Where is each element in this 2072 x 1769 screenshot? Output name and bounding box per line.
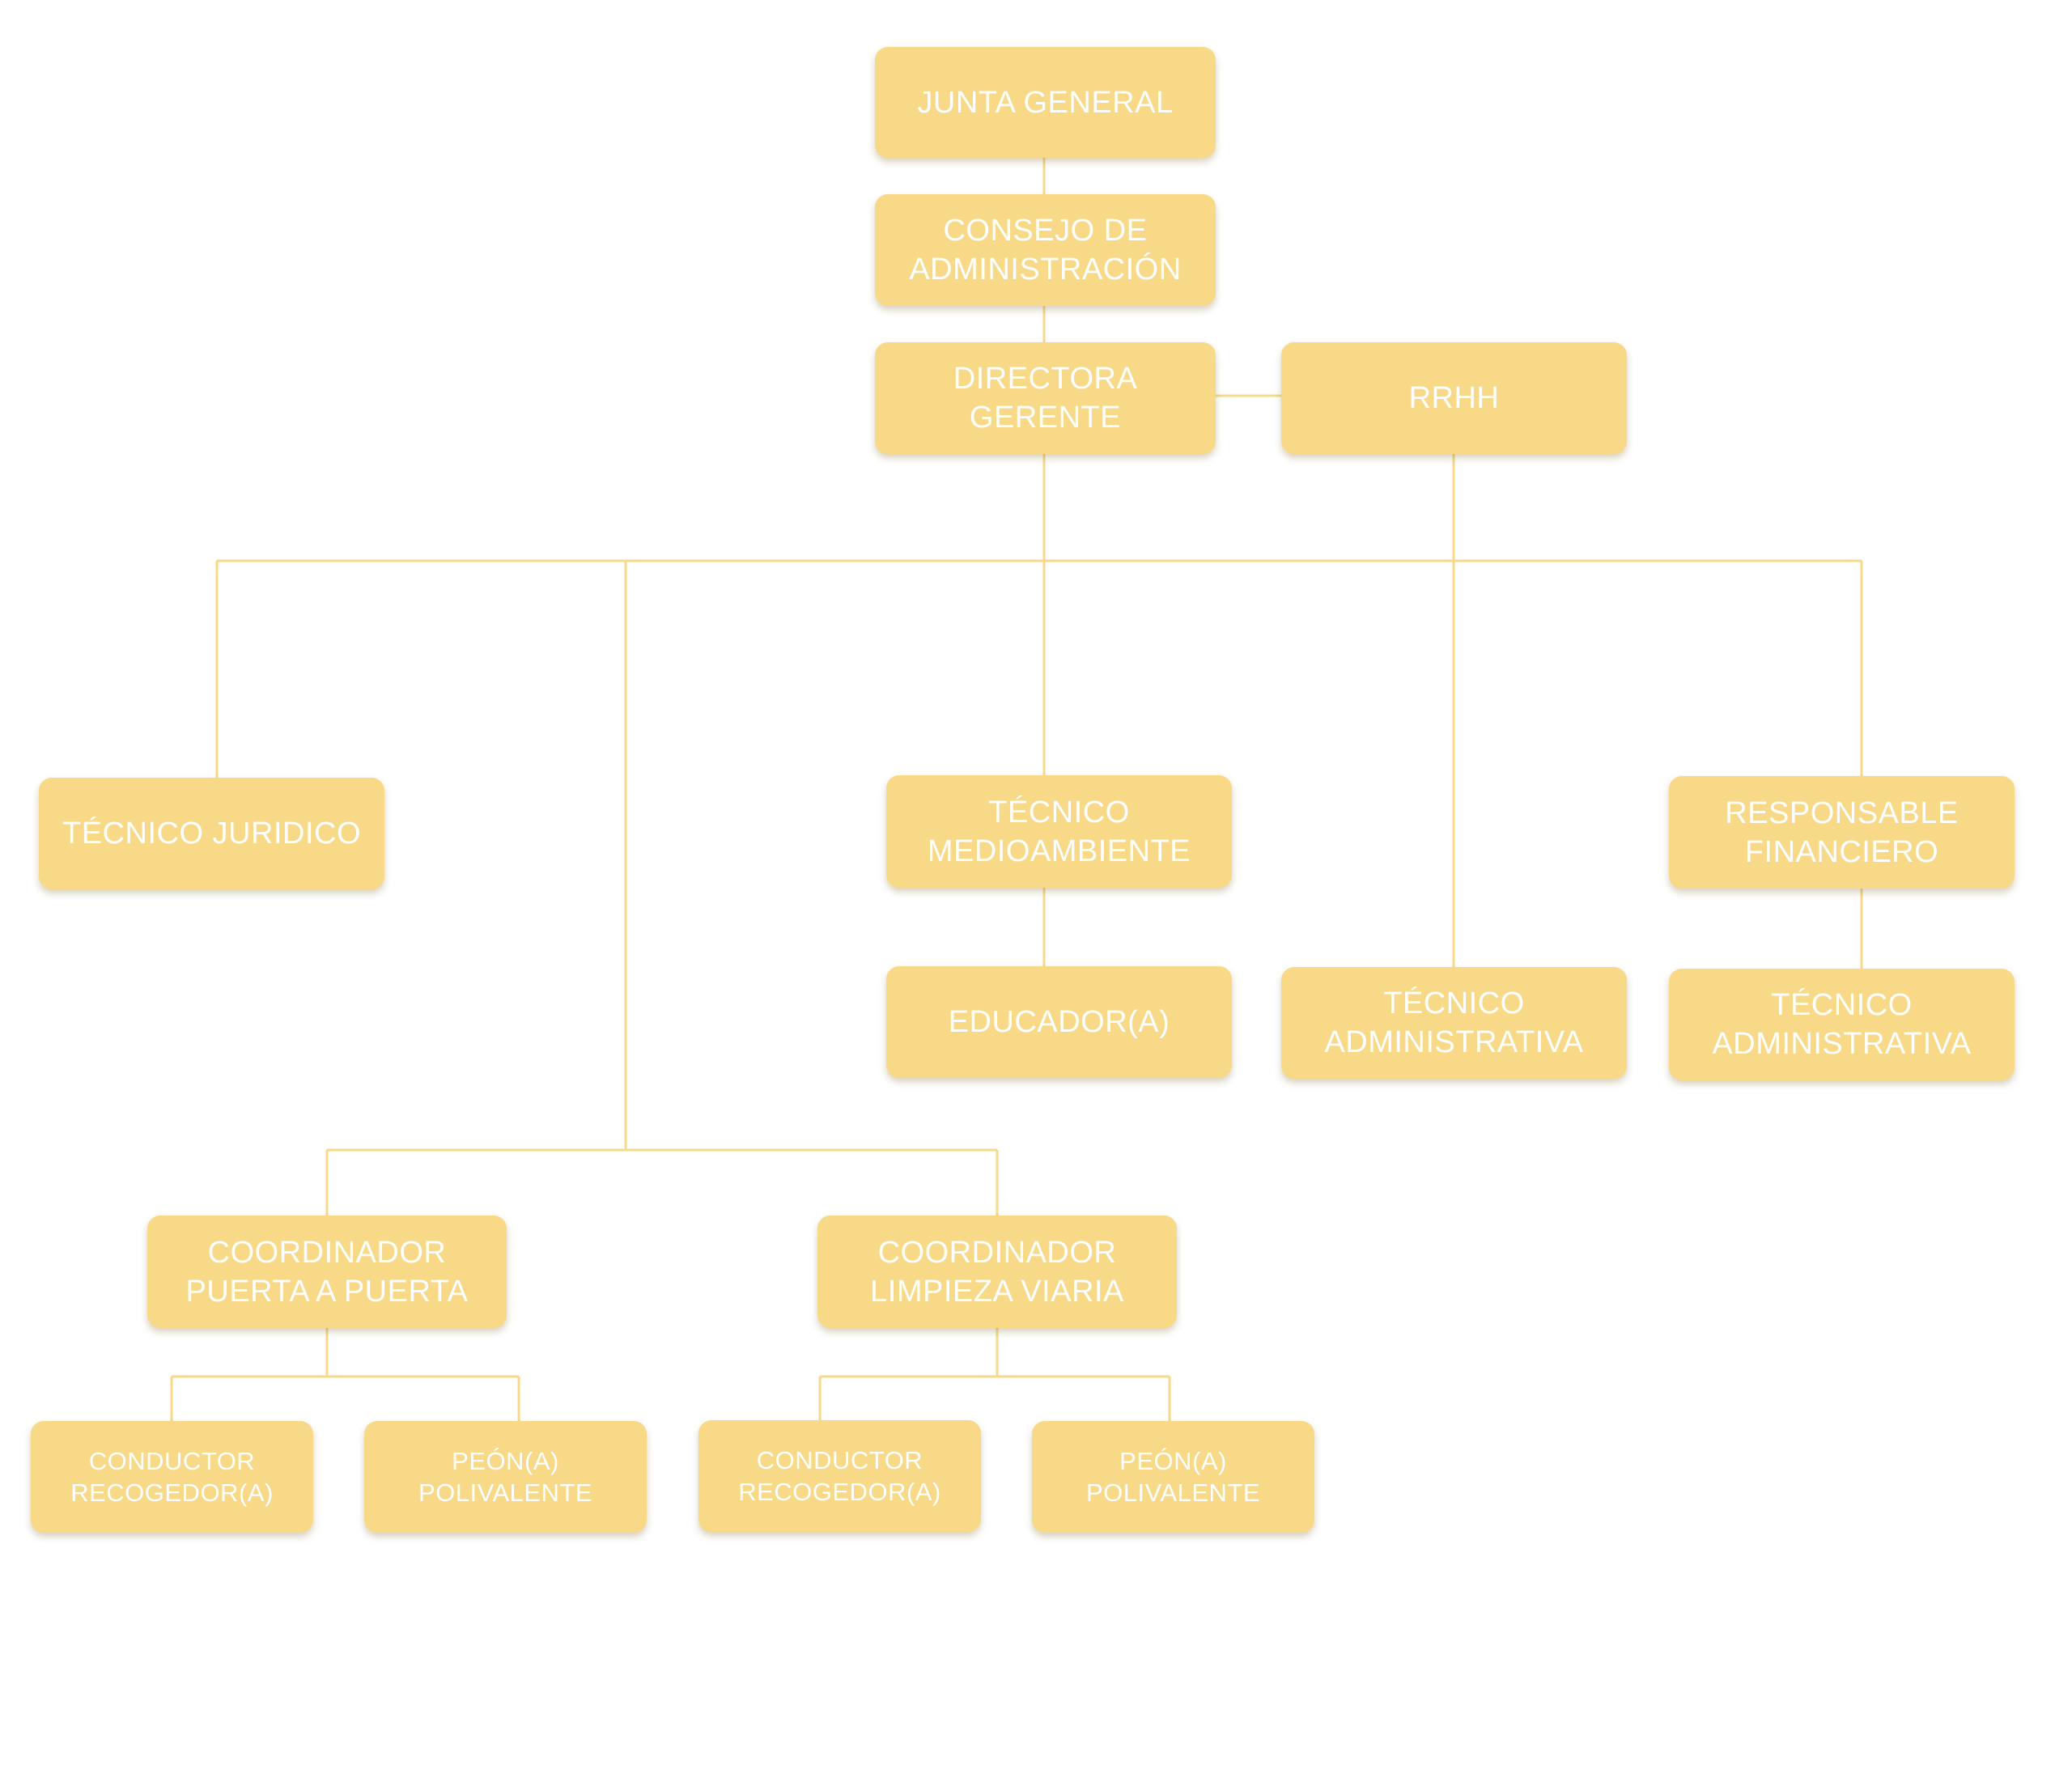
node-label: JUNTA GENERAL [917,85,1174,120]
node-peon-polivalente-limpieza[interactable]: PEÓN(A)POLIVALENTE [1032,1421,1314,1533]
node-tecnico-juridico[interactable]: TÉCNICO JURIDICO [39,778,384,889]
node-label: RRHH [1408,381,1500,415]
node-peon-polivalente-puerta[interactable]: PEÓN(A)POLIVALENTE [364,1421,647,1533]
node-junta-general[interactable]: JUNTA GENERAL [875,47,1216,158]
node-label: TÉCNICO JURIDICO [62,817,361,851]
node-label: PEÓN(A)POLIVALENTE [418,1447,593,1507]
node-label: PEÓN(A)POLIVALENTE [1085,1447,1261,1507]
node-rrhh[interactable]: RRHH [1281,342,1627,454]
node-educador[interactable]: EDUCADOR(A) [886,966,1232,1078]
node-label: EDUCADOR(A) [948,1005,1170,1039]
